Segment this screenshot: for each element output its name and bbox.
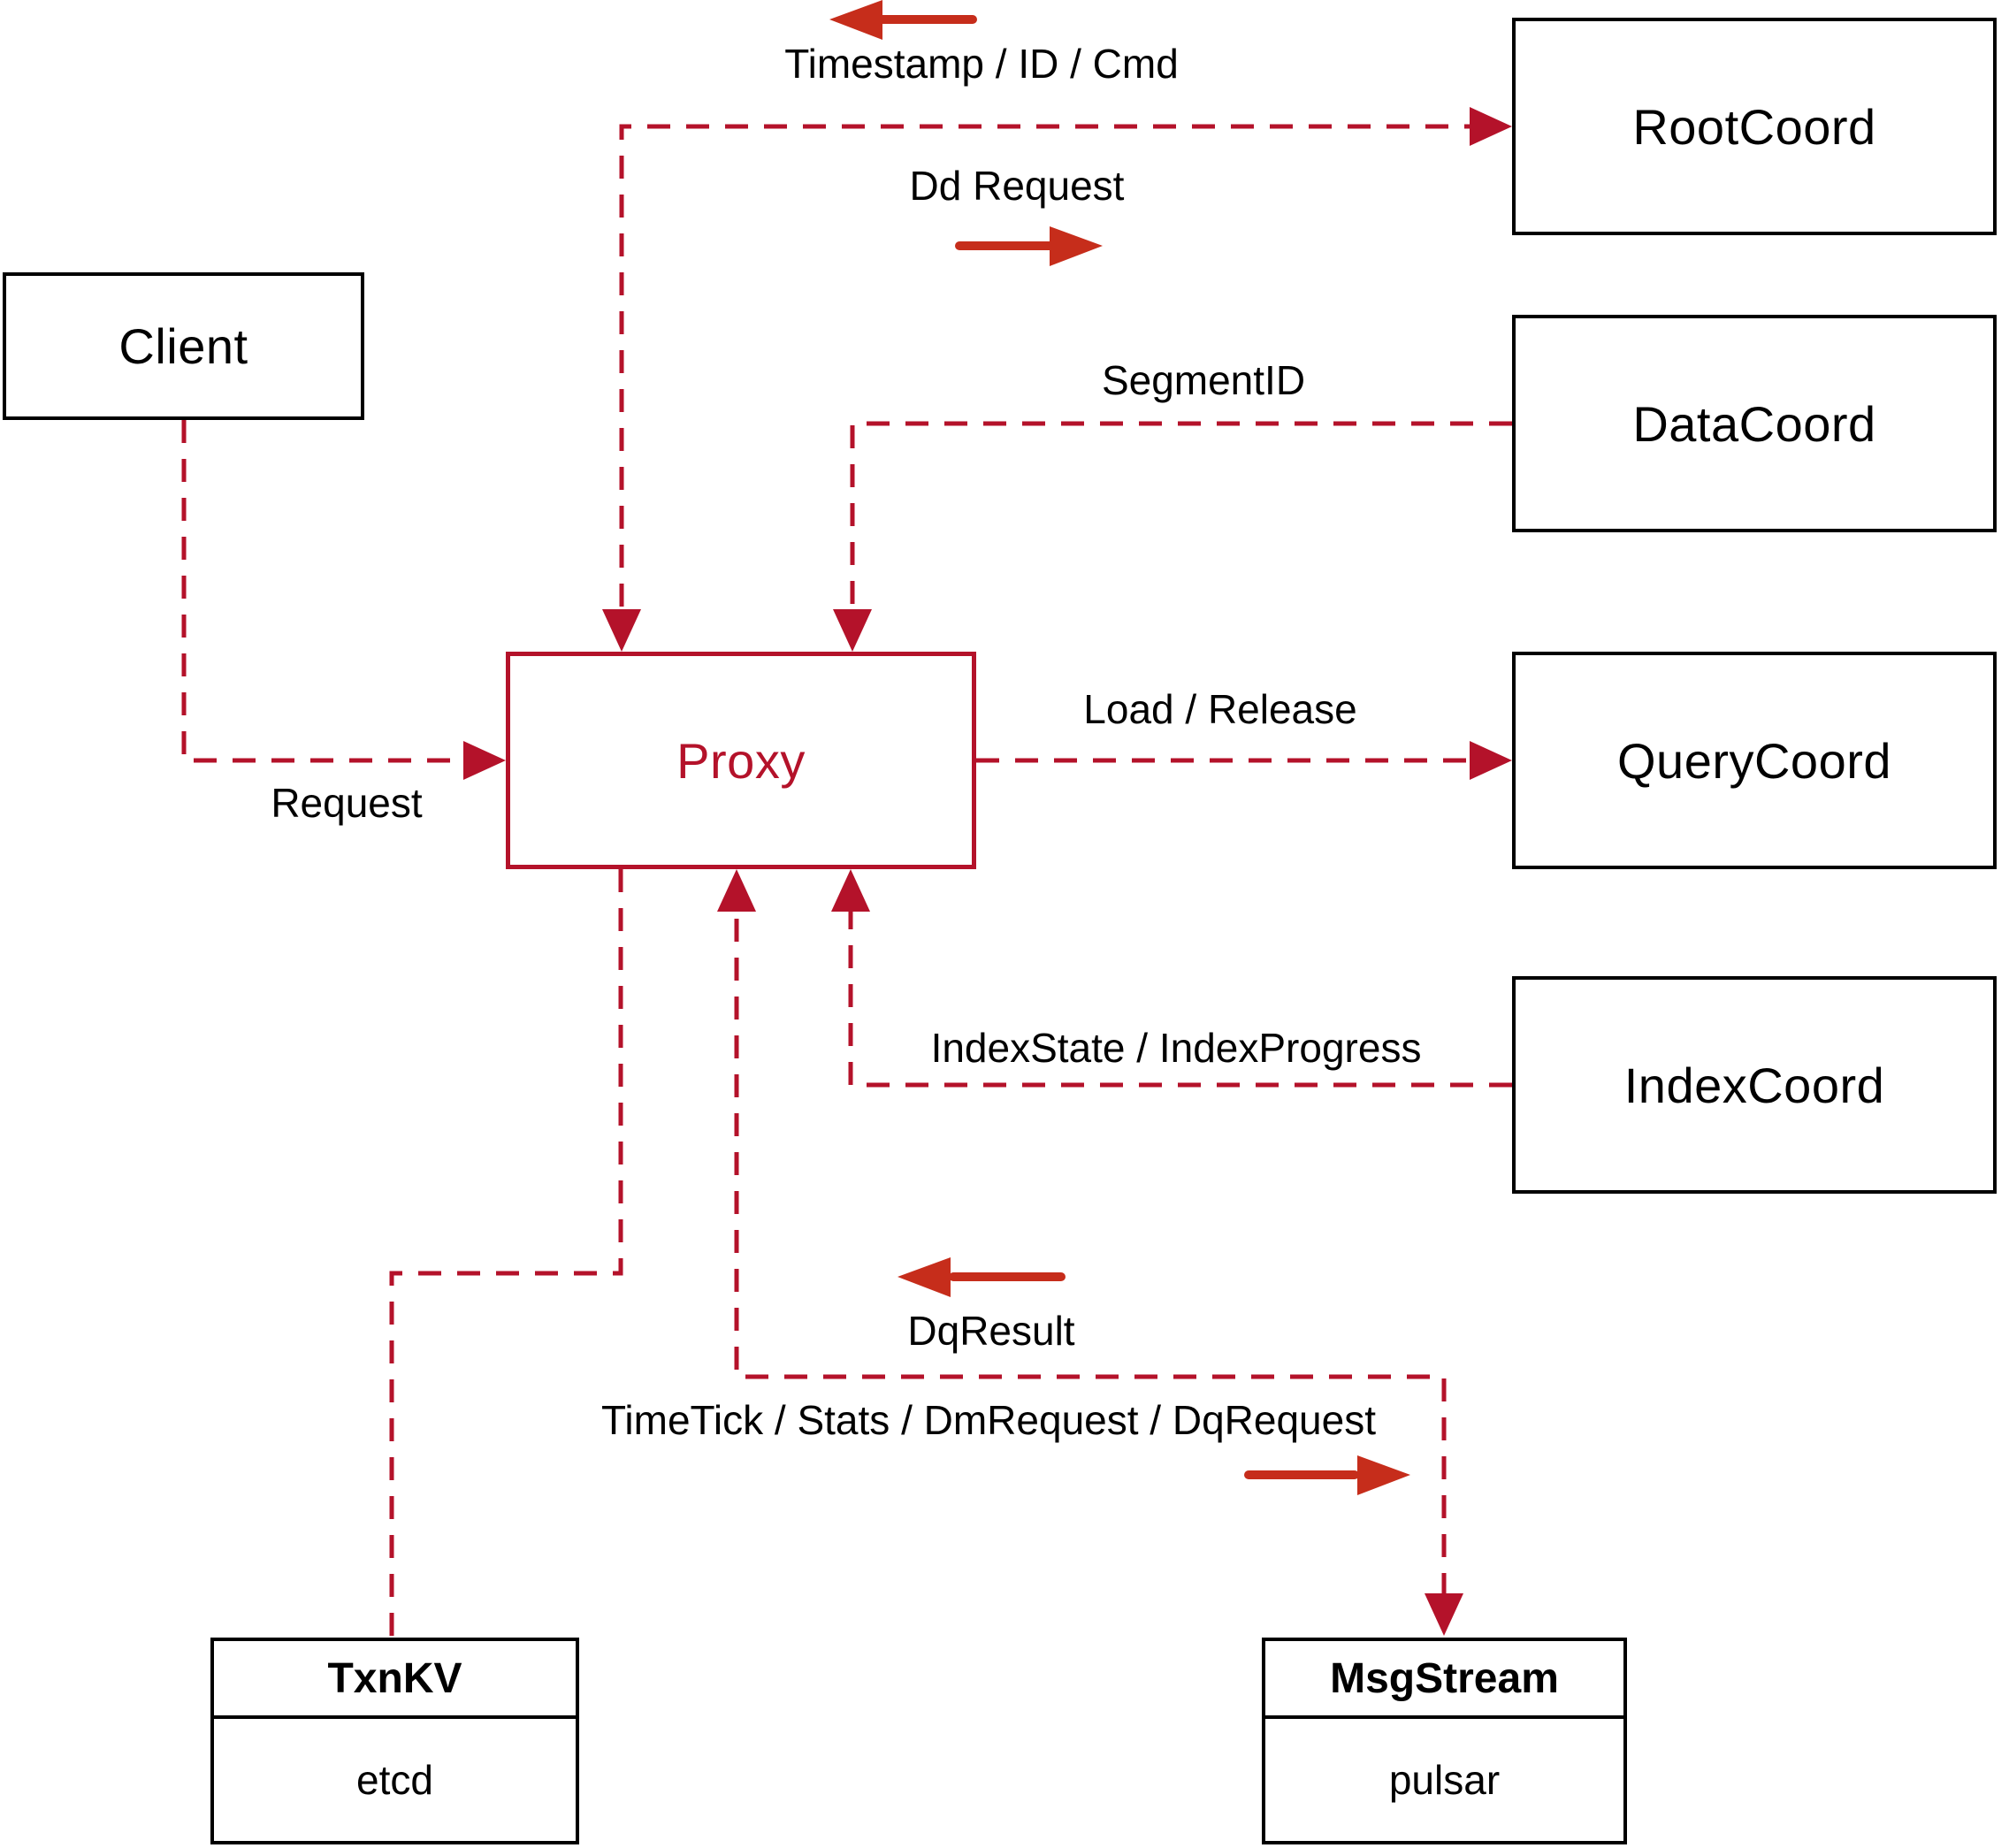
- edge-datacoord-to-proxy: [850, 421, 1512, 645]
- datacoord-label: DataCoord: [1632, 395, 1876, 452]
- arrow-right-icon-timetick: [1244, 1455, 1410, 1495]
- edge-proxy-msgstream: [734, 880, 1447, 1625]
- arrow-right-icon-dd-request: [955, 226, 1103, 266]
- datacoord-node: DataCoord: [1512, 315, 1997, 532]
- edge-label-indexstate-indexprogress: IndexState / IndexProgress: [930, 1025, 1422, 1071]
- txnkv-node: TxnKV etcd: [210, 1638, 579, 1844]
- proxy-node: Proxy: [506, 652, 976, 869]
- edge-label-segmentid: SegmentID: [1101, 357, 1306, 403]
- edge-label-load-release: Load / Release: [1083, 686, 1357, 732]
- querycoord-label: QueryCoord: [1616, 732, 1892, 789]
- arrowhead-into-rootcoord: [1470, 107, 1512, 146]
- rootcoord-node: RootCoord: [1512, 18, 1997, 235]
- arrowhead-into-querycoord: [1470, 741, 1512, 780]
- edge-proxy-rootcoord: [619, 124, 1501, 645]
- edge-label-timestamp-id-cmd: Timestamp / ID / Cmd: [784, 41, 1179, 87]
- arrowhead-into-proxy-bottom-right: [831, 869, 870, 912]
- edge-client-to-proxy: [181, 420, 493, 763]
- edge-proxy-to-txnkv: [389, 869, 623, 1636]
- arrowhead-into-msgstream: [1425, 1593, 1463, 1636]
- indexcoord-label: IndexCoord: [1623, 1057, 1885, 1113]
- proxy-label: Proxy: [676, 732, 806, 789]
- arrow-left-icon-timestamp: [829, 0, 977, 40]
- client-node: Client: [3, 272, 364, 420]
- arrowhead-into-proxy-top-right: [833, 609, 872, 652]
- txnkv-impl: etcd: [356, 1757, 433, 1803]
- edge-label-timetick-stats: TimeTick / Stats / DmRequest / DqRequest: [601, 1397, 1376, 1443]
- arrowhead-into-proxy-bottom-left: [717, 869, 756, 912]
- edge-label-dqresult: DqResult: [907, 1308, 1075, 1354]
- rootcoord-label: RootCoord: [1632, 98, 1876, 155]
- edge-label-request: Request: [271, 780, 423, 826]
- msgstream-impl: pulsar: [1388, 1757, 1501, 1803]
- edge-label-dd-request: Dd Request: [909, 163, 1125, 209]
- arrow-left-icon-dqresult: [898, 1257, 1066, 1297]
- arrowhead-into-proxy-left: [463, 741, 506, 780]
- msgstream-node: MsgStream pulsar: [1262, 1638, 1627, 1844]
- indexcoord-node: IndexCoord: [1512, 976, 1997, 1194]
- arrowhead-into-proxy-top-left: [602, 609, 641, 652]
- msgstream-title: MsgStream: [1265, 1641, 1623, 1719]
- querycoord-node: QueryCoord: [1512, 652, 1997, 869]
- txnkv-title: TxnKV: [214, 1641, 576, 1719]
- edge-indexcoord-to-proxy: [848, 880, 1512, 1088]
- client-label: Client: [118, 318, 248, 374]
